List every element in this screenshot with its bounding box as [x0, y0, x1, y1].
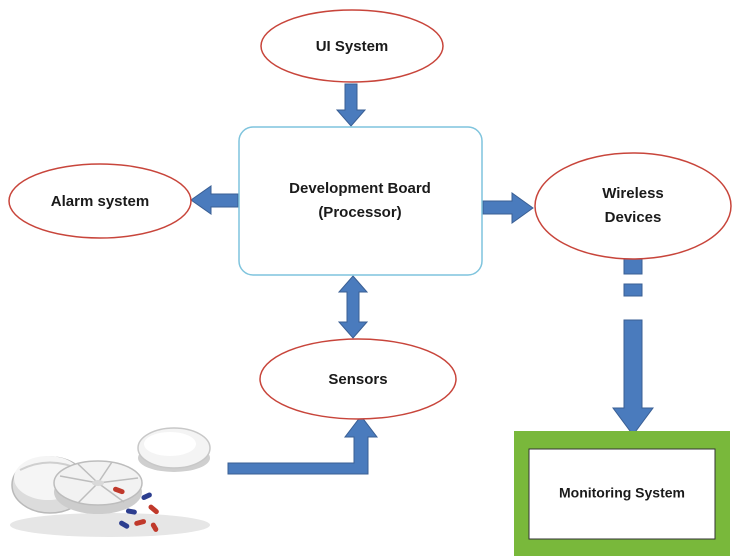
monitoring-inner-box: [528, 448, 716, 540]
arrow-board-sensors-bidirectional: [337, 275, 369, 339]
monitoring-label: Monitoring System: [559, 485, 685, 501]
arrow-wireless-dash-2: [623, 283, 643, 297]
dev-board-box: [238, 126, 483, 276]
arrow-wireless-dash-1: [623, 257, 643, 275]
connector-arrows: [190, 83, 654, 475]
tablet-icon: [137, 427, 211, 472]
ui-system-label: UI System: [316, 38, 389, 55]
ui-system-ellipse: [260, 9, 444, 83]
organizer-compartments-icon: [53, 460, 143, 514]
arrow-ui-to-board: [335, 83, 367, 127]
sensors-label: Sensors: [328, 371, 387, 388]
arrow-board-to-wireless: [482, 192, 534, 224]
arrow-pills-to-sensors: [227, 415, 379, 475]
wireless-label-line1: Wireless: [602, 185, 664, 202]
capsules-icon: [113, 486, 159, 532]
arrow-board-to-alarm: [190, 185, 239, 215]
wireless-label-line2: Devices: [605, 209, 662, 226]
dev-board-label-line1: Development Board: [289, 180, 431, 197]
alarm-system-label: Alarm system: [51, 193, 149, 210]
dev-board-label-line2: (Processor): [318, 204, 401, 221]
arrow-wireless-to-monitoring: [612, 319, 654, 436]
alarm-system-ellipse: [8, 163, 192, 239]
node-development-board: Development Board (Processor): [238, 126, 483, 276]
node-alarm-system: Alarm system: [8, 163, 192, 239]
node-ui-system: UI System: [260, 9, 444, 83]
sensors-ellipse: [259, 338, 457, 420]
node-monitoring-system: Monitoring System: [514, 431, 730, 556]
node-sensors: Sensors: [259, 338, 457, 420]
node-wireless-devices: Wireless Devices: [534, 152, 732, 260]
pill-organizer-image: [10, 427, 211, 537]
wireless-ellipse: [534, 152, 732, 260]
